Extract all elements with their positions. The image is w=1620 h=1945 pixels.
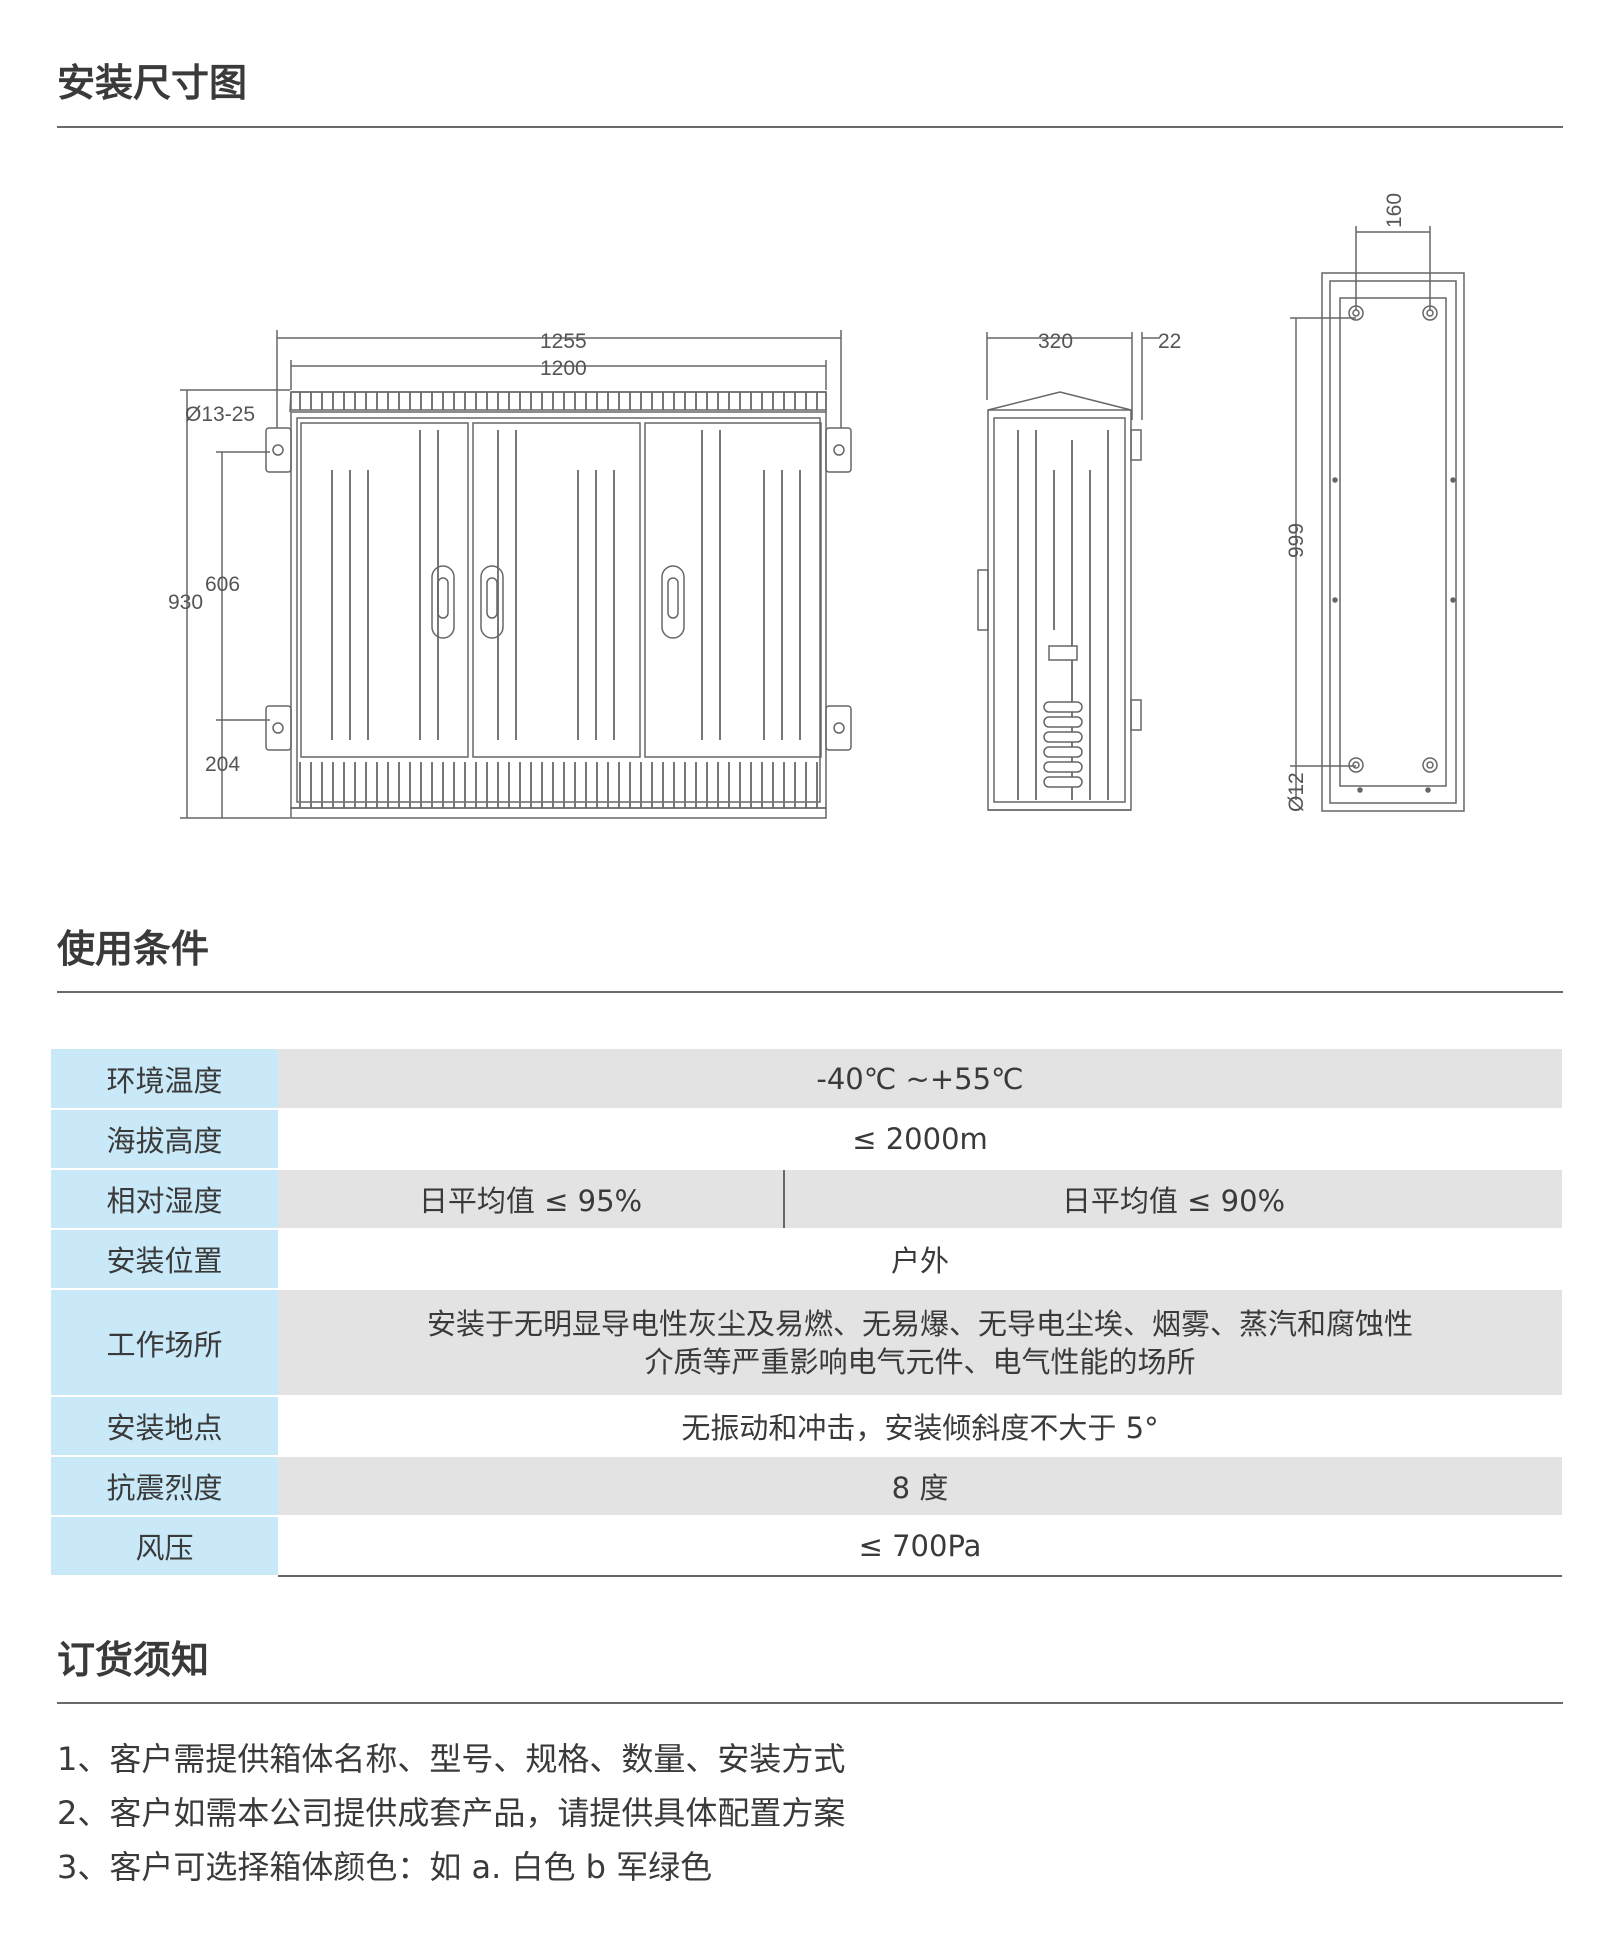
row-label: 安装地点 [51, 1396, 278, 1457]
table-row: 风压 ≤ 700Pa [51, 1516, 1562, 1577]
row-value-line-2: 介质等严重影响电气元件、电气性能的场所 [644, 1344, 1196, 1379]
ordering-title-rule [57, 1702, 1563, 1704]
dim-bottom-hole: Ø12 [1285, 772, 1308, 812]
row-label: 相对湿度 [51, 1169, 278, 1230]
front-view [180, 330, 852, 819]
dim-bottom-length: 999 [1285, 523, 1308, 558]
row-value-right: 日平均值 ≤ 90% [784, 1169, 1562, 1230]
row-value-line-1: 安装于无明显导电性灰尘及易燃、无易爆、无导电尘埃、烟雾、蒸汽和腐蚀性 [426, 1306, 1413, 1341]
row-value: 无振动和冲击，安装倾斜度不大于 5° [278, 1396, 1562, 1457]
list-item: 1、客户需提供箱体名称、型号、规格、数量、安装方式 [57, 1740, 846, 1778]
side-view [977, 332, 1160, 811]
install-title-rule [57, 126, 1563, 128]
dim-hole-front: Ø13-25 [185, 403, 255, 426]
dim-bottom-width: 160 [1383, 193, 1406, 228]
row-label: 工作场所 [51, 1289, 278, 1397]
ordering-section-title: 订货须知 [57, 1638, 210, 1682]
row-value-left: 日平均值 ≤ 95% [278, 1169, 785, 1230]
conditions-title-rule [57, 991, 1563, 993]
dim-width-inner: 1200 [540, 357, 587, 380]
dim-height-mid: 606 [205, 573, 240, 596]
table-row: 安装地点 无振动和冲击，安装倾斜度不大于 5° [51, 1396, 1562, 1457]
list-item: 3、客户可选择箱体颜色：如 a. 白色 b 军绿色 [57, 1848, 713, 1886]
table-row: 抗震烈度 8 度 [51, 1456, 1562, 1517]
row-value: 安装于无明显导电性灰尘及易燃、无易爆、无导电尘埃、烟雾、蒸汽和腐蚀性 介质等严重… [278, 1289, 1562, 1397]
row-value: ≤ 2000m [278, 1109, 1562, 1170]
list-item: 2、客户如需本公司提供成套产品，请提供具体配置方案 [57, 1794, 846, 1832]
row-label: 环境温度 [51, 1049, 278, 1110]
row-label: 风压 [51, 1516, 278, 1577]
dim-offset: 22 [1158, 330, 1181, 353]
install-section-title: 安装尺寸图 [57, 61, 248, 105]
bottom-view [1290, 226, 1465, 812]
dim-depth: 320 [1038, 330, 1073, 353]
row-value: 户外 [278, 1229, 1562, 1290]
conditions-table: 环境温度 -40℃ ~+55℃ 海拔高度 ≤ 2000m 相对湿度 日平均值 ≤… [51, 1049, 1562, 1577]
row-value: ≤ 700Pa [278, 1516, 1562, 1577]
row-label: 抗震烈度 [51, 1456, 278, 1517]
table-row: 环境温度 -40℃ ~+55℃ [51, 1049, 1562, 1110]
table-row: 工作场所 安装于无明显导电性灰尘及易燃、无易爆、无导电尘埃、烟雾、蒸汽和腐蚀性 … [51, 1289, 1562, 1397]
ordering-notes-list: 1、客户需提供箱体名称、型号、规格、数量、安装方式 2、客户如需本公司提供成套产… [57, 1732, 845, 1894]
table-row: 海拔高度 ≤ 2000m [51, 1109, 1562, 1170]
row-label: 安装位置 [51, 1229, 278, 1290]
row-label: 海拔高度 [51, 1109, 278, 1170]
table-row: 相对湿度 日平均值 ≤ 95% 日平均值 ≤ 90% [51, 1169, 1562, 1230]
table-row: 安装位置 户外 [51, 1229, 1562, 1290]
row-value: -40℃ ~+55℃ [278, 1049, 1562, 1110]
install-dimension-drawing: 1255 1200 Ø13-25 930 606 204 320 22 160 … [168, 193, 1465, 819]
dim-width-outer: 1255 [540, 330, 587, 353]
dim-height-bottom: 204 [205, 753, 240, 776]
conditions-section-title: 使用条件 [57, 927, 210, 971]
row-value: 8 度 [278, 1456, 1562, 1517]
dim-height-total: 930 [168, 591, 203, 614]
